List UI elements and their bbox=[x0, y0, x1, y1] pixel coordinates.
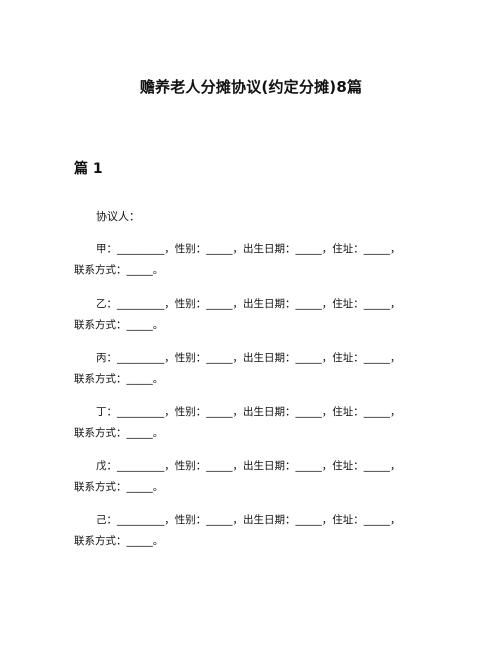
party-entry-jia: 甲：_________，性别：_____，出生日期：_____，住址：_____… bbox=[74, 239, 444, 281]
party-details-line: 丁：_________，性别：_____，出生日期：_____，住址：_____… bbox=[96, 406, 401, 418]
party-details-line: 丙：_________，性别：_____，出生日期：_____，住址：_____… bbox=[96, 352, 401, 364]
party-entry-bing: 丙：_________，性别：_____，出生日期：_____，住址：_____… bbox=[74, 348, 444, 390]
party-details-line: 甲：_________，性别：_____，出生日期：_____，住址：_____… bbox=[96, 243, 401, 255]
parties-intro: 协议人： bbox=[96, 210, 140, 223]
party-entry-wu: 戊：_________，性别：_____，出生日期：_____，住址：_____… bbox=[74, 456, 444, 498]
document-title: 赡养老人分摊协议(约定分摊)8篇 bbox=[139, 78, 363, 96]
party-entry-ji: 己：_________，性别：_____，出生日期：_____，住址：_____… bbox=[74, 510, 444, 552]
party-contact-line: 联系方式：_____。 bbox=[74, 373, 164, 385]
party-details-line: 乙：_________，性别：_____，出生日期：_____，住址：_____… bbox=[96, 298, 401, 310]
section-heading: 篇 1 bbox=[74, 161, 103, 177]
party-contact-line: 联系方式：_____。 bbox=[74, 319, 164, 331]
party-details-line: 己：_________，性别：_____，出生日期：_____，住址：_____… bbox=[96, 514, 401, 526]
party-contact-line: 联系方式：_____。 bbox=[74, 427, 164, 439]
party-contact-line: 联系方式：_____。 bbox=[74, 264, 164, 276]
party-details-line: 戊：_________，性别：_____，出生日期：_____，住址：_____… bbox=[96, 460, 401, 472]
party-contact-line: 联系方式：_____。 bbox=[74, 481, 164, 493]
party-contact-line: 联系方式：_____。 bbox=[74, 535, 164, 547]
party-entry-ding: 丁：_________，性别：_____，出生日期：_____，住址：_____… bbox=[74, 402, 444, 444]
party-entry-yi: 乙：_________，性别：_____，出生日期：_____，住址：_____… bbox=[74, 294, 444, 336]
